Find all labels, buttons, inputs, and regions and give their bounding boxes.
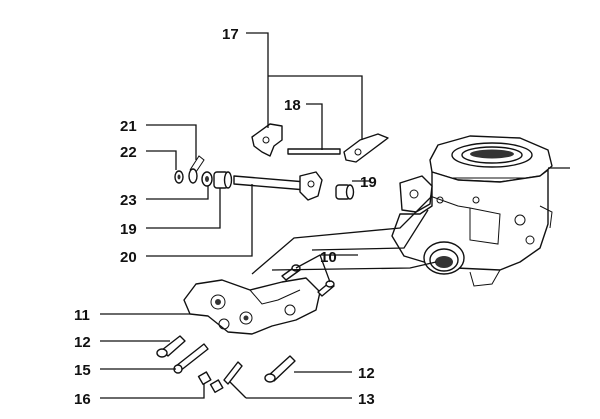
- stud-15: [173, 343, 209, 374]
- callout-10: 10: [320, 249, 337, 266]
- callout-13: 13: [358, 391, 375, 408]
- bolt-12-left: [156, 335, 186, 358]
- callout-labels: 17 18 21 22 23 19 20 19 10 11 12 15 16 1…: [74, 26, 377, 408]
- callout-18: 18: [284, 97, 301, 114]
- lever-plate-right: [343, 133, 389, 163]
- bushing-left: [213, 171, 233, 189]
- callout-19-left: 19: [120, 221, 137, 238]
- bolt-12-right: [264, 355, 296, 383]
- callout-16: 16: [74, 391, 91, 408]
- callout-19-right: 19: [360, 174, 377, 191]
- callout-12-left: 12: [74, 334, 91, 351]
- washer-small: [174, 170, 184, 184]
- bracket: [183, 277, 321, 335]
- pin: [287, 148, 341, 155]
- leader-lines: [100, 32, 570, 399]
- callout-21: 21: [120, 118, 137, 135]
- shaft: [233, 171, 323, 201]
- callout-23: 23: [120, 192, 137, 209]
- cylinder-block: [391, 135, 553, 287]
- spring-washer: [188, 155, 205, 184]
- callout-12-right: 12: [358, 365, 375, 382]
- bushing-right: [335, 184, 355, 200]
- nut-16: [197, 371, 224, 394]
- callout-22: 22: [120, 144, 137, 161]
- callout-17: 17: [222, 26, 239, 43]
- bolt-13: [223, 361, 243, 385]
- lever-plate-left: [251, 123, 283, 157]
- stud-10-right: [317, 280, 335, 297]
- callout-20: 20: [120, 249, 137, 266]
- nut: [201, 171, 213, 187]
- callout-11: 11: [74, 307, 90, 324]
- callout-15: 15: [74, 362, 91, 379]
